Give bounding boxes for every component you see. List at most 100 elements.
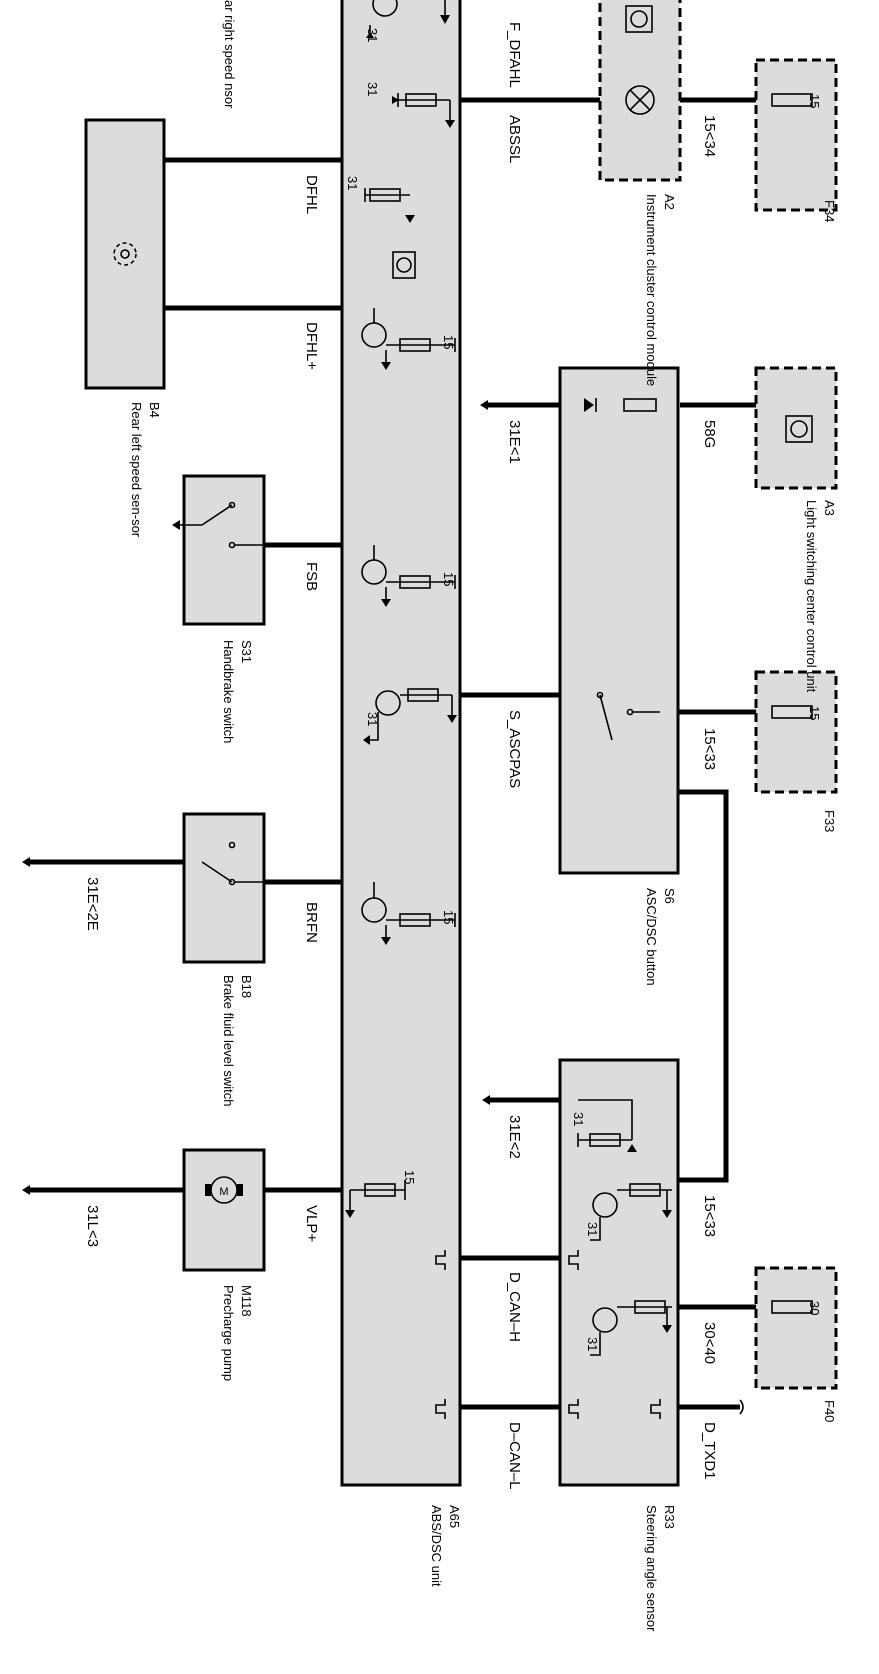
ground-icon	[482, 1095, 490, 1105]
resistor-icon	[399, 913, 431, 927]
fuse-f33	[754, 670, 838, 794]
a2-id-label: A2	[662, 194, 677, 210]
b5-name-label: ar right speed nsor	[222, 0, 237, 109]
precharge-pump	[182, 1148, 266, 1272]
pin-15: 15	[402, 1170, 417, 1184]
transistor-icon	[592, 1192, 618, 1218]
pin-31: 31	[571, 1112, 586, 1126]
pin-15: 15	[441, 572, 456, 586]
can-pulse-icon	[568, 1399, 579, 1419]
s6-name-label: ASC/DSC button	[644, 888, 659, 986]
svg-text:M: M	[219, 1186, 228, 1198]
m118-name-label: Precharge pump	[221, 1285, 236, 1381]
resistor-icon	[623, 398, 657, 412]
transistor-icon	[375, 690, 401, 716]
resistor-icon	[399, 338, 431, 352]
resistor-icon	[369, 188, 401, 202]
f40-label: F40	[822, 1400, 837, 1422]
s6-internals	[584, 398, 660, 741]
ground-31e1: 31E<1	[506, 420, 523, 464]
warning-lamp-icon	[625, 5, 653, 33]
ground-31l3: 31L<3	[84, 1205, 101, 1247]
b4-id-label: B4	[147, 402, 162, 418]
signal-dfhl: DFHL	[303, 175, 320, 214]
fuse-f40	[754, 1266, 838, 1390]
pin-31: 31	[585, 1337, 600, 1351]
brake-fluid-switch-icon	[201, 841, 264, 886]
asc-dsc-button	[558, 366, 680, 875]
resistor-icon	[399, 575, 431, 589]
a2-internals	[625, 5, 655, 115]
signal-s-ascpas: S_ASCPAS	[506, 710, 523, 788]
ground-31e2: 31E<2	[506, 1115, 523, 1159]
resistor-icon	[407, 688, 439, 702]
gear-icon	[113, 242, 137, 266]
motor-icon: M	[205, 1176, 243, 1204]
terminal-58g: 58G	[701, 420, 718, 448]
fuse-icon	[771, 705, 813, 719]
pin-31: 31	[365, 28, 380, 42]
pin-15: 15	[807, 706, 822, 720]
switch-icon	[599, 694, 613, 741]
can-pulse-icon	[435, 1250, 446, 1270]
m118-id-label: M118	[239, 1285, 254, 1317]
a3-id-label: A3	[822, 500, 837, 516]
s31-name-label: Handbrake switch	[221, 640, 236, 743]
signal-d-can-h: D_CAN–H	[506, 1272, 523, 1342]
pin-30: 30	[807, 1301, 822, 1315]
signal-f-dfahl: F_DFAHL	[506, 22, 523, 88]
a65-internals	[345, 0, 457, 1419]
steering-angle-sensor	[558, 1058, 680, 1487]
resistor-icon	[634, 1300, 666, 1314]
pin-31: 31	[365, 712, 380, 726]
fuse-f34	[754, 58, 838, 212]
signal-d-txd1: D_TXD1	[701, 1422, 718, 1480]
lamp-icon	[625, 85, 655, 115]
resistor-icon	[589, 1133, 621, 1147]
s31-id-label: S31	[239, 640, 254, 663]
transistor-icon	[372, 0, 398, 17]
signal-brfn: BRFN	[303, 902, 320, 943]
abs-dsc-unit	[340, 0, 462, 1487]
b18-name-label: Brake fluid level switch	[221, 975, 236, 1107]
signal-fsb: FSB	[303, 562, 320, 591]
transistor-icon	[592, 1307, 618, 1333]
b4-name-label: Rear left speed sen-sor	[129, 402, 144, 538]
light-switching-center	[754, 366, 838, 490]
handbrake-switch	[182, 474, 266, 626]
ground-icon	[22, 1185, 30, 1195]
fuse-icon	[771, 93, 813, 107]
a65-id-label: A65	[447, 1505, 462, 1528]
rear-left-speed-sensor	[84, 118, 166, 390]
fuse-icon	[771, 1300, 813, 1314]
r33-name-label: Steering angle sensor	[644, 1505, 659, 1632]
f34-label: F34	[822, 200, 837, 222]
s6-id-label: S6	[662, 888, 677, 904]
brake-fluid-level-switch	[182, 812, 266, 964]
pin-15: 15	[807, 94, 822, 108]
warning-lamp-icon	[392, 251, 416, 279]
a3-name-label: Light switching center control unit	[804, 500, 819, 693]
pin-31: 31	[345, 176, 360, 190]
r33-id-label: R33	[662, 1505, 677, 1529]
signal-abssl: ABSSL	[506, 115, 523, 163]
connector-icon	[739, 1399, 744, 1415]
ground-icon	[480, 400, 488, 410]
a65-name-label: ABS/DSC unit	[429, 1505, 444, 1587]
can-pulse-icon	[435, 1399, 446, 1419]
wires	[30, 97, 756, 1410]
pin-31: 31	[585, 1222, 600, 1236]
pin-15: 15	[441, 910, 456, 924]
pin-31: 31	[365, 82, 380, 96]
signal-dfhl-plus: DFHL+	[303, 322, 320, 370]
warning-lamp-icon	[785, 415, 813, 443]
b18-id-label: B18	[239, 975, 254, 998]
handbrake-switch-icon	[172, 501, 264, 549]
instrument-cluster-module	[598, 0, 682, 182]
terminal-15-34: 15<34	[701, 115, 718, 157]
r33-internals	[568, 1099, 672, 1419]
terminal-30-40: 30<40	[701, 1322, 718, 1364]
can-pulse-icon	[568, 1250, 579, 1270]
ground-31e2e: 31E<2E	[84, 877, 101, 931]
